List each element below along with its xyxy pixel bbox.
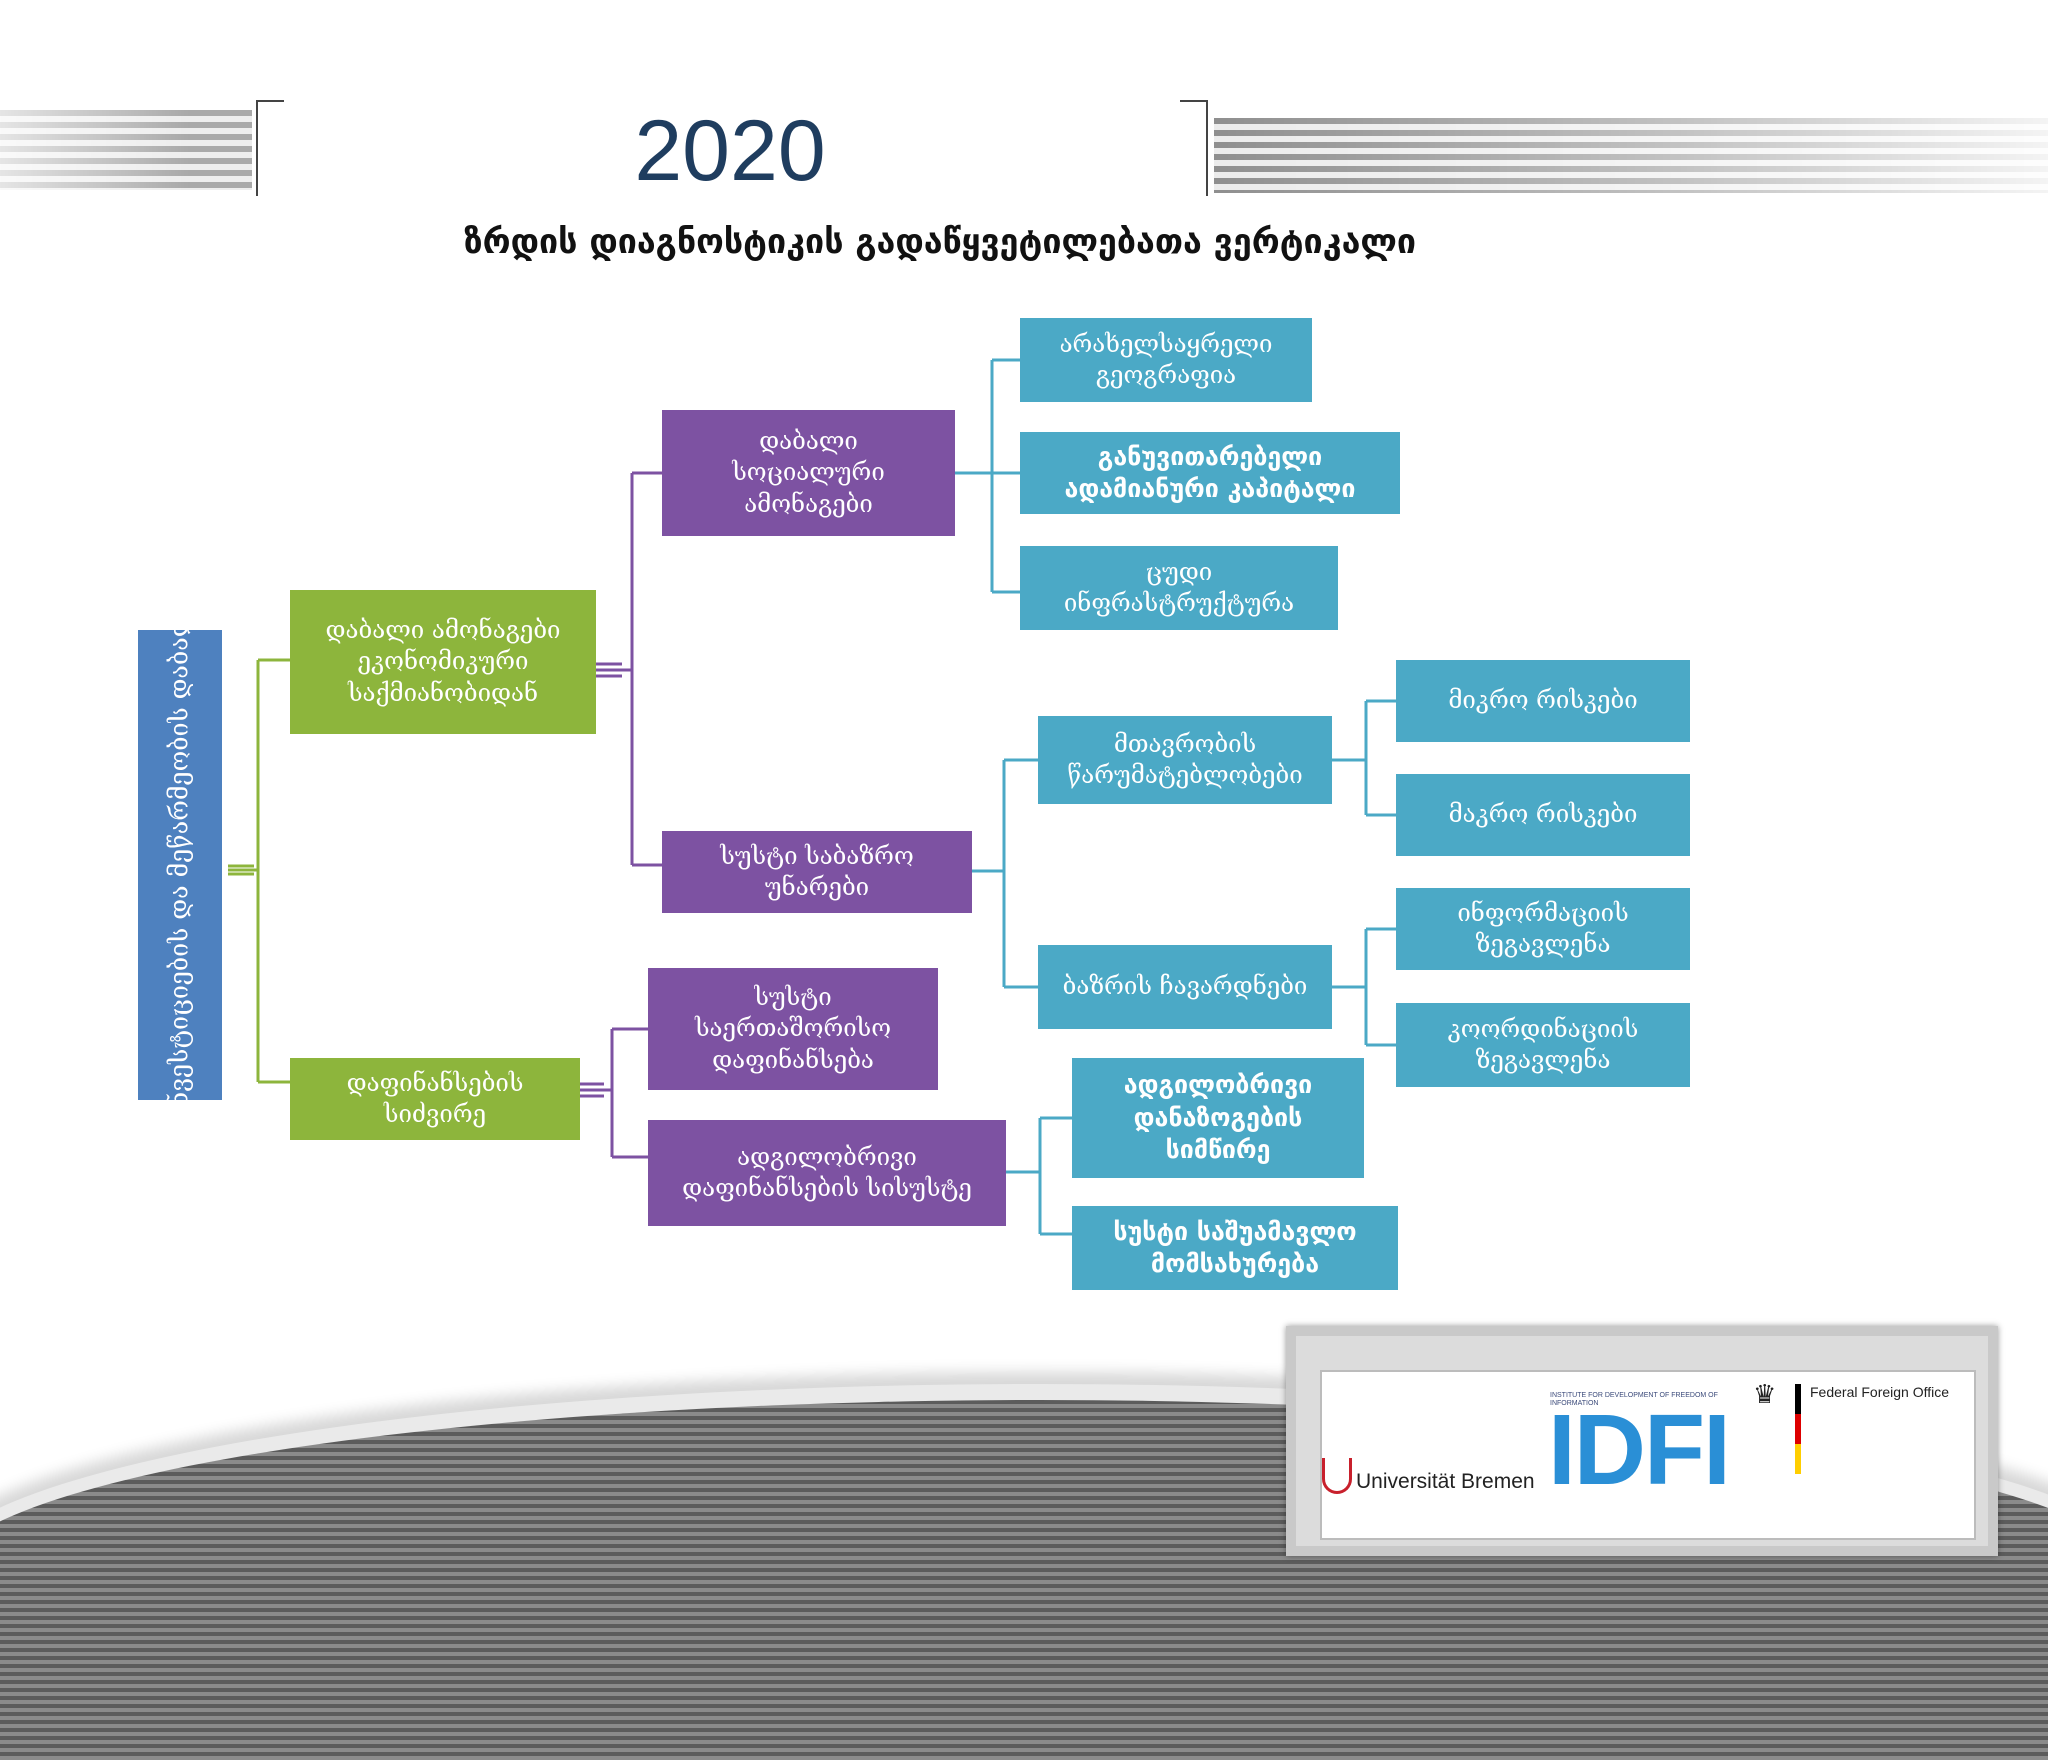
diagram-title: ზრდის დიაგნოსტიკის გადაწყვეტილებათა ვერტ… bbox=[463, 222, 1417, 262]
node-micro-risks: მიკრო რისკები bbox=[1396, 660, 1690, 742]
university-logo-icon bbox=[1322, 1458, 1352, 1494]
eagle-icon: ♛ bbox=[1753, 1380, 1777, 1410]
german-flag-icon bbox=[1795, 1384, 1801, 1474]
header-stripes-right bbox=[1214, 118, 2048, 193]
idfi-logo: IDFI bbox=[1548, 1394, 1731, 1506]
node-info-externalities: ინფორმაციის ზეგავლენა bbox=[1396, 888, 1690, 970]
title-bracket-right bbox=[1180, 100, 1208, 196]
node-geography: არახელსაყრელი გეოგრაფია bbox=[1020, 318, 1312, 402]
node-finance-cost: დაფინანსების სიძვირე bbox=[290, 1058, 580, 1140]
root-node-label: კერძო ინვესტიციების და მეწარმეობის დაბალ… bbox=[164, 518, 194, 1212]
node-weak-market-skills: სუსტი საბაზრო უნარები bbox=[662, 831, 972, 913]
header-stripes-left bbox=[0, 110, 252, 190]
node-coord-externalities: კოორდინაციის ზეგავლენა bbox=[1396, 1003, 1690, 1087]
node-low-savings: ადგილობრივი დანაზოგების სიმწირე bbox=[1072, 1058, 1364, 1178]
node-local-finance: ადგილობრივი დაფინანსების სისუსტე bbox=[648, 1120, 1006, 1226]
page-title: 2020 bbox=[634, 103, 826, 199]
node-market-failures: ბაზრის ჩავარდნები bbox=[1038, 945, 1332, 1029]
root-node: კერძო ინვესტიციების და მეწარმეობის დაბალ… bbox=[138, 518, 222, 1212]
university-name: Universität Bremen bbox=[1356, 1470, 1535, 1493]
node-weak-intl-finance: სუსტი საერთაშორისო დაფინანსება bbox=[648, 968, 938, 1090]
node-human-capital: განუვითარებელი ადამიანური კაპიტალი bbox=[1020, 432, 1400, 514]
node-low-returns: დაბალი ამონაგები ეკონომიკური საქმიანობიდ… bbox=[290, 590, 596, 734]
node-gov-failures: მთავრობის წარუმატებლობები bbox=[1038, 716, 1332, 804]
federal-foreign-office-label: Federal Foreign Office bbox=[1810, 1384, 1950, 1400]
connector-lines bbox=[228, 358, 1396, 1236]
node-infrastructure: ცუდი ინფრასტრუქტურა bbox=[1020, 546, 1338, 630]
idfi-caption: INSTITUTE FOR DEVELOPMENT OF FREEDOM OF … bbox=[1550, 1392, 1718, 1407]
node-weak-intermediation: სუსტი საშუამავლო მომსახურება bbox=[1072, 1206, 1398, 1290]
node-low-social-returns: დაბალი სოციალური ამონაგები bbox=[662, 410, 955, 536]
title-bracket-left bbox=[256, 100, 284, 196]
node-macro-risks: მაკრო რისკები bbox=[1396, 774, 1690, 856]
